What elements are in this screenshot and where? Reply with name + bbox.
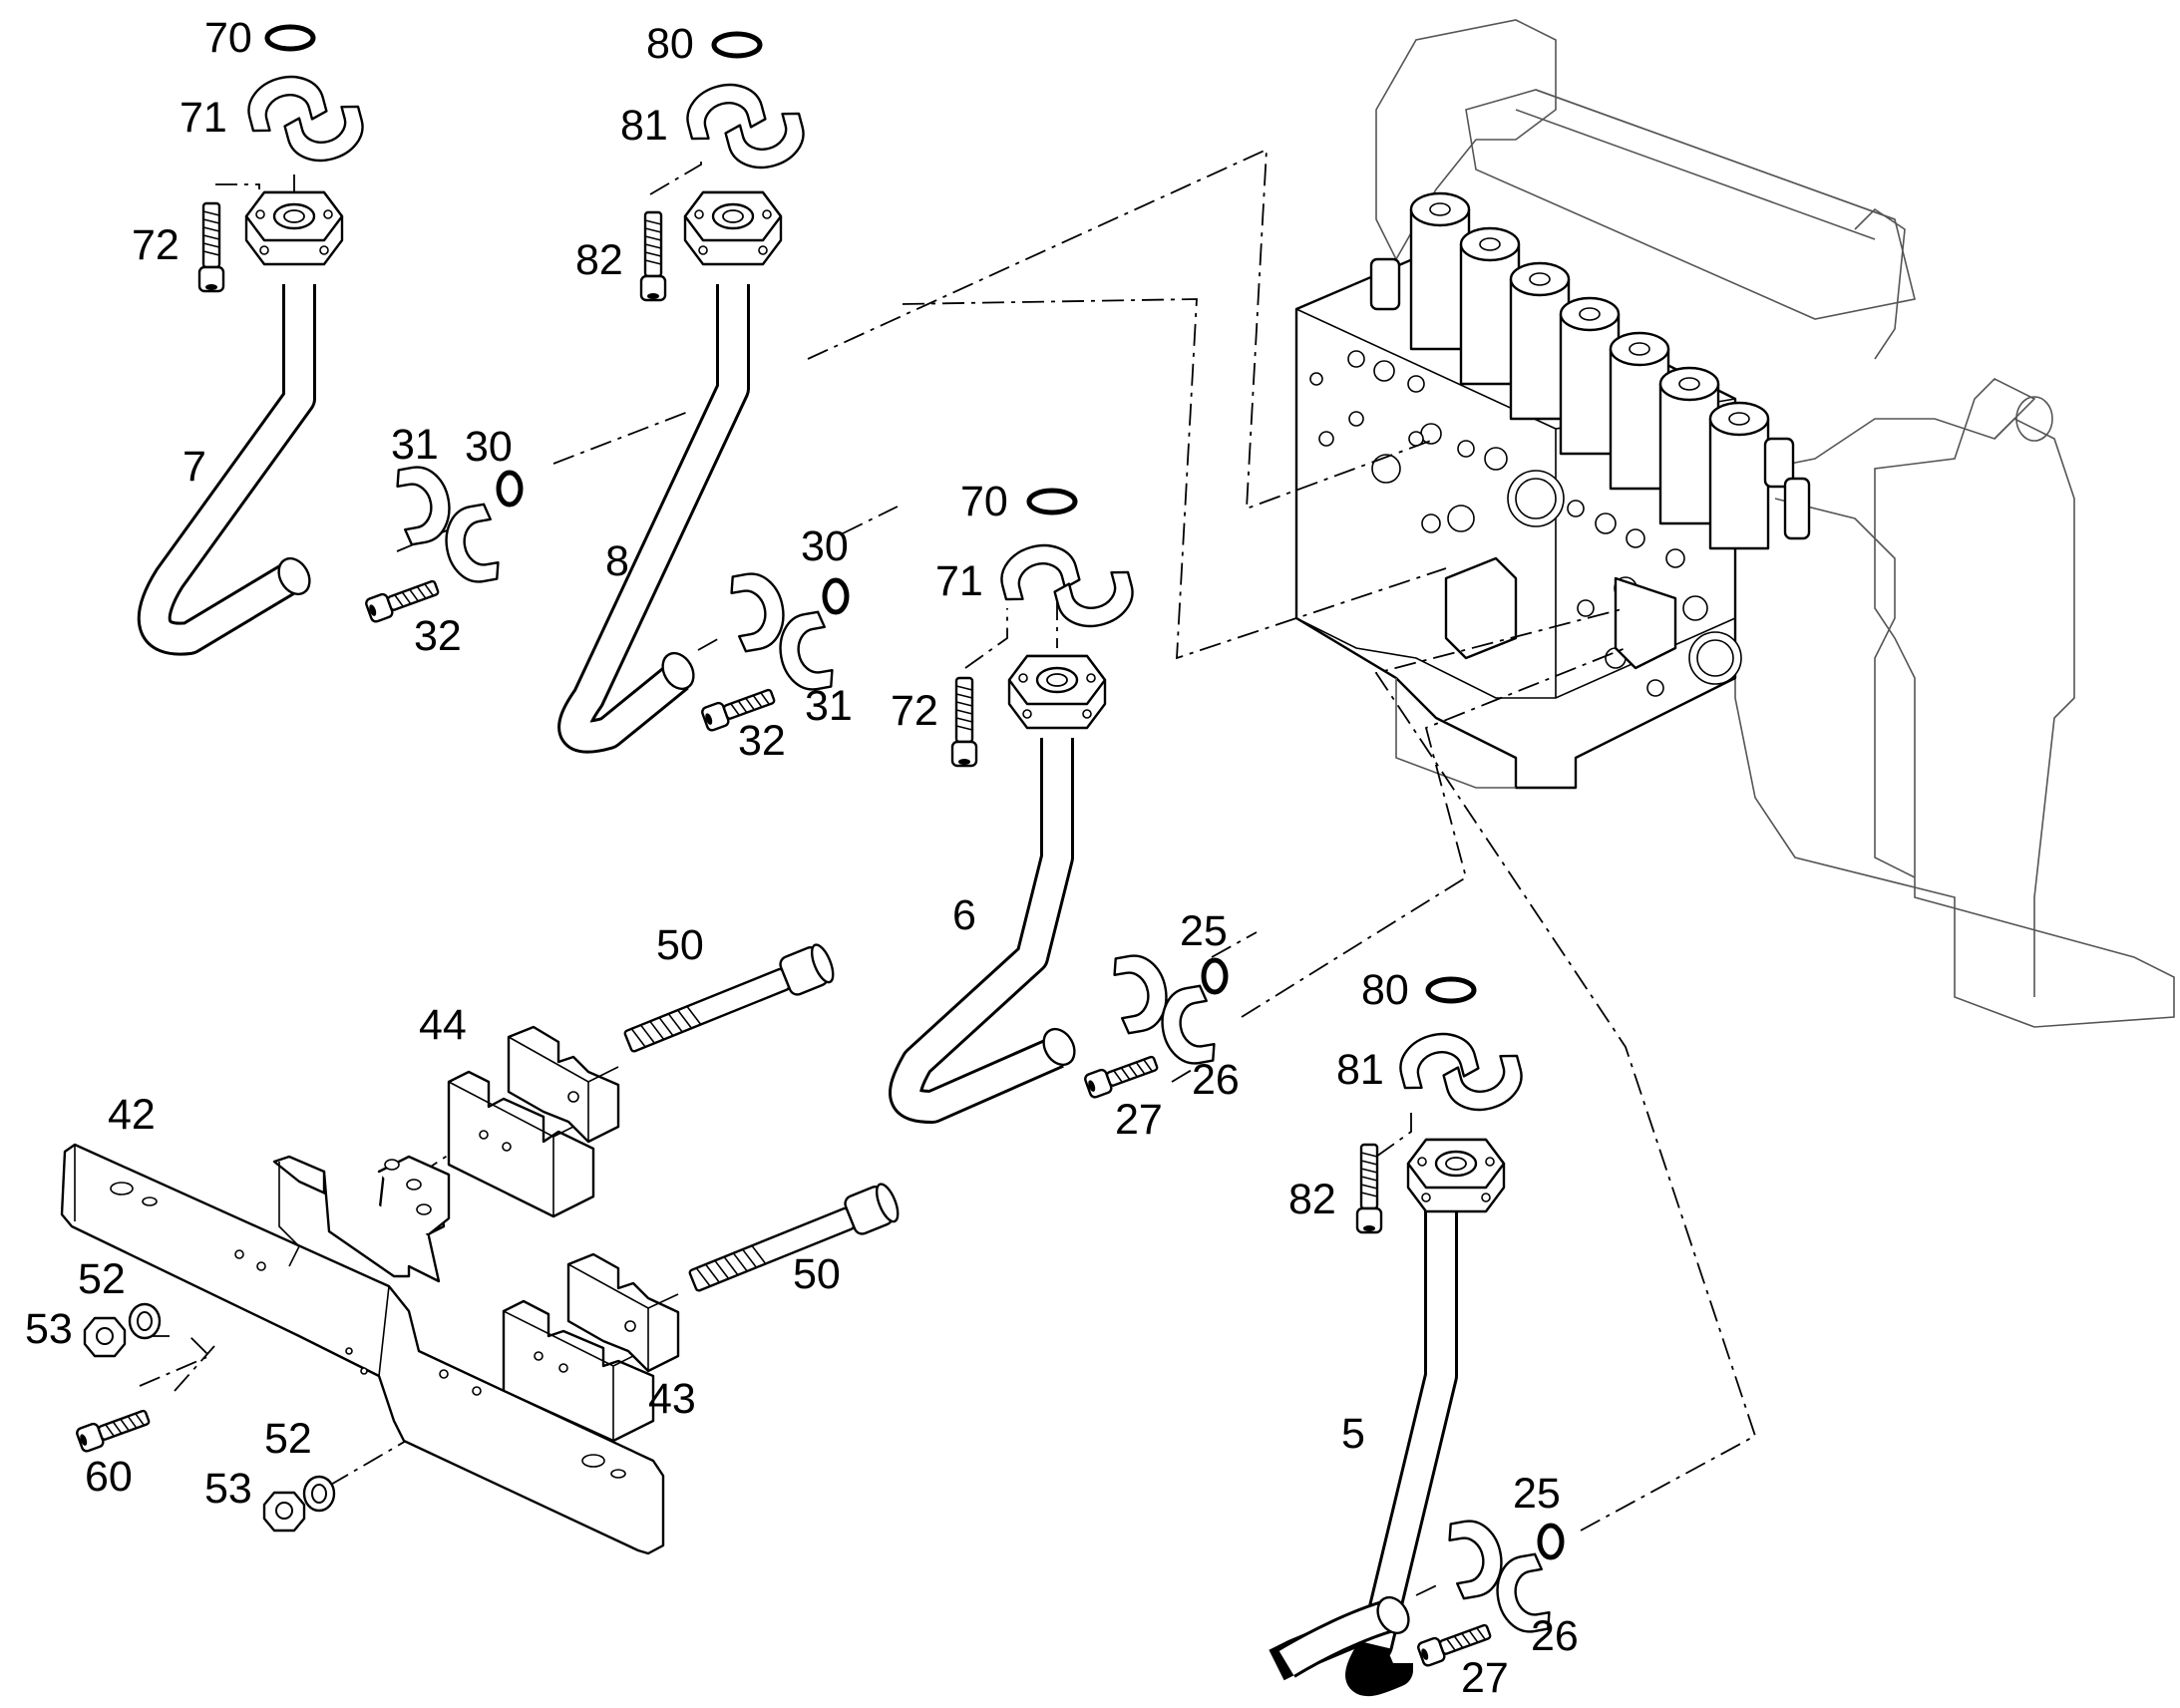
o-ring-70-top: [267, 27, 313, 49]
screw-82-low: [1355, 1143, 1383, 1234]
callout-50-top: 50: [656, 921, 704, 969]
callout-71-top: 71: [180, 94, 227, 142]
callout-27-b: 27: [1461, 1654, 1509, 1702]
nut-53-b: [262, 1491, 306, 1533]
o-ring-30-b: [825, 580, 847, 612]
screw-82-top: [639, 210, 667, 302]
o-ring-25-b: [1540, 1526, 1562, 1557]
mounting-bracket-42: [60, 1143, 665, 1555]
callout-31-b: 31: [805, 682, 853, 730]
port-holes: [1309, 350, 1742, 697]
callout-43: 43: [648, 1375, 696, 1423]
bolt-50-top: [623, 943, 835, 1053]
callout-25-a: 25: [1180, 907, 1228, 955]
half-clamp-26-a: [1110, 949, 1219, 1070]
o-ring-70-mid: [1029, 491, 1075, 512]
callout-70-mid: 70: [960, 478, 1008, 525]
bolt-50-bottom: [688, 1183, 900, 1292]
callout-50-bottom: 50: [793, 1250, 841, 1298]
pipe-5: [1269, 1138, 1506, 1697]
callout-52-b: 52: [264, 1415, 312, 1463]
split-flange-81-top: [679, 75, 812, 177]
clamp-block-43: [502, 1252, 680, 1443]
half-clamp-31-b: [727, 567, 837, 696]
callout-70-top: 70: [204, 14, 252, 62]
valve-block-assembly: [1294, 19, 2175, 1028]
callout-42: 42: [108, 1091, 156, 1139]
callout-7: 7: [182, 443, 206, 491]
spool-cylinders: [1409, 191, 1770, 550]
callout-26-b: 26: [1531, 1612, 1579, 1660]
callout-82-low: 82: [1288, 1176, 1336, 1223]
callout-44: 44: [419, 1001, 467, 1049]
screw-72-top: [197, 201, 225, 293]
callout-80-low: 80: [1361, 966, 1409, 1014]
callout-25-b: 25: [1513, 1470, 1561, 1518]
callout-71-mid: 71: [935, 557, 983, 605]
split-flange-71-mid: [993, 535, 1141, 636]
callout-5: 5: [1341, 1410, 1365, 1458]
split-flange-81-low: [1392, 1024, 1530, 1120]
callout-30-a: 30: [465, 423, 513, 471]
callout-8: 8: [605, 537, 629, 585]
o-ring-30-a: [499, 473, 521, 505]
callout-32-a: 32: [414, 612, 462, 660]
bolt-60: [74, 1404, 153, 1454]
callout-72-mid: 72: [891, 687, 938, 735]
half-clamp-31-a: [393, 461, 503, 588]
callout-80-top: 80: [646, 20, 694, 68]
clamp-block-44: [447, 1025, 620, 1218]
callout-53-a: 53: [25, 1305, 73, 1353]
callout-27-a: 27: [1115, 1096, 1163, 1144]
callout-31-a: 31: [391, 421, 439, 469]
screw-72-mid: [950, 676, 978, 768]
pipe-6: [889, 654, 1107, 1124]
callout-labels: 70 71 72 7 31 30 32 80 81 82 8 30 31 32 …: [25, 14, 1579, 1702]
callout-72-top: 72: [132, 221, 180, 269]
washer-52-b: [302, 1475, 336, 1513]
callout-81-low: 81: [1336, 1046, 1384, 1094]
callout-81-top: 81: [620, 102, 668, 150]
o-ring-80-low: [1428, 979, 1474, 1001]
callout-52-a: 52: [78, 1255, 126, 1303]
screw-27-a: [1082, 1050, 1161, 1100]
callout-53-b: 53: [204, 1465, 252, 1513]
assembly-lines: [139, 148, 1757, 1596]
callout-30-b: 30: [801, 522, 849, 570]
o-ring-25-a: [1204, 960, 1226, 992]
pipe-7: [137, 190, 344, 656]
nut-53-a: [83, 1316, 127, 1358]
o-ring-80-top: [714, 34, 760, 56]
split-flange-71-top: [240, 67, 371, 171]
callout-82-top: 82: [575, 236, 623, 284]
callout-6: 6: [952, 891, 976, 939]
callout-32-b: 32: [738, 717, 786, 765]
pipe-8: [557, 190, 783, 754]
callout-60: 60: [85, 1453, 133, 1501]
callout-26-a: 26: [1192, 1056, 1240, 1104]
washer-52-a: [128, 1302, 162, 1340]
